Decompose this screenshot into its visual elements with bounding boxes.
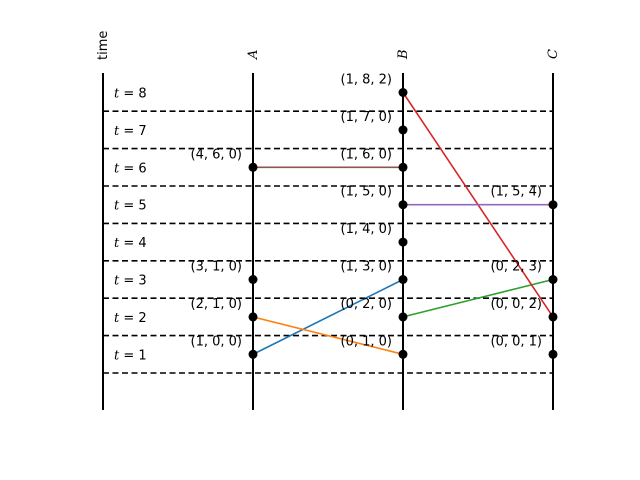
event-dot: [248, 275, 258, 284]
time-row-label: t = 7: [114, 124, 147, 139]
event-vector-clock-label: (0, 0, 1): [491, 334, 543, 349]
event-vector-clock-label: (0, 1, 0): [341, 334, 393, 349]
process-axes: time A B C: [96, 31, 561, 410]
event-dot: [548, 200, 558, 210]
event-dot: [248, 349, 258, 359]
time-row-label: t = 2: [114, 311, 147, 326]
time-row-label: t = 8: [114, 87, 147, 102]
event-vector-clock-label: (2, 1, 0): [191, 297, 243, 312]
event-vector-clock-label: (1, 6, 0): [341, 147, 393, 162]
event-dot: [398, 162, 408, 172]
event-vector-clock-label: (4, 6, 0): [191, 147, 243, 162]
event-vector-clock-label: (1, 4, 0): [341, 222, 393, 237]
time-row-label: t = 1: [114, 348, 147, 363]
event-vector-clock-label: (1, 7, 0): [341, 110, 393, 125]
event-dot: [398, 237, 408, 247]
process-label-b: B: [396, 49, 411, 60]
time-rows: t = 1 t = 2 t = 3 t = 4 t = 5 t = 6 t = 7 t = 8: [103, 87, 553, 374]
event-dot: [548, 275, 558, 284]
event-dot: [398, 200, 408, 210]
event-vector-clock-label: (1, 5, 4): [491, 185, 543, 200]
time-row-label: t = 4: [114, 236, 147, 251]
message-arrow-b1-to-a2: [252, 316, 404, 356]
event-vector-clock-label: (1, 8, 2): [341, 73, 393, 88]
event-dot: [398, 88, 408, 97]
event-dot: [248, 312, 258, 322]
event-vector-clock-label: (0, 2, 0): [341, 297, 393, 312]
time-axis-label: time: [96, 31, 111, 60]
event-vector-clock-label: (1, 5, 0): [341, 185, 393, 200]
event-vector-clock-label: (3, 1, 0): [191, 260, 243, 275]
event-vector-clock-label: (0, 0, 2): [491, 297, 543, 312]
event-vector-clock-label: (0, 2, 3): [491, 260, 543, 275]
message-arrow-b2-to-c3: [402, 278, 554, 318]
process-label-a: A: [246, 50, 261, 60]
time-row-label: t = 6: [114, 161, 147, 176]
message-arrow-a1-to-b3: [252, 278, 404, 356]
messages: [252, 92, 554, 356]
event-dot: [548, 349, 558, 359]
event-vector-clock-label: (1, 3, 0): [341, 260, 393, 275]
event-dot: [398, 275, 408, 284]
events: (1, 0, 0) (2, 1, 0) (3, 1, 0) (4, 6, 0) (0, …: [191, 73, 558, 359]
time-row-label: t = 5: [114, 199, 147, 214]
time-row-label: t = 3: [114, 274, 147, 289]
event-dot: [248, 162, 258, 172]
process-label-c: C: [546, 49, 561, 59]
event-dot: [398, 125, 408, 135]
event-dot: [398, 312, 408, 322]
event-dot: [398, 349, 408, 359]
event-dot: [548, 312, 558, 322]
event-vector-clock-label: (1, 0, 0): [191, 334, 243, 349]
